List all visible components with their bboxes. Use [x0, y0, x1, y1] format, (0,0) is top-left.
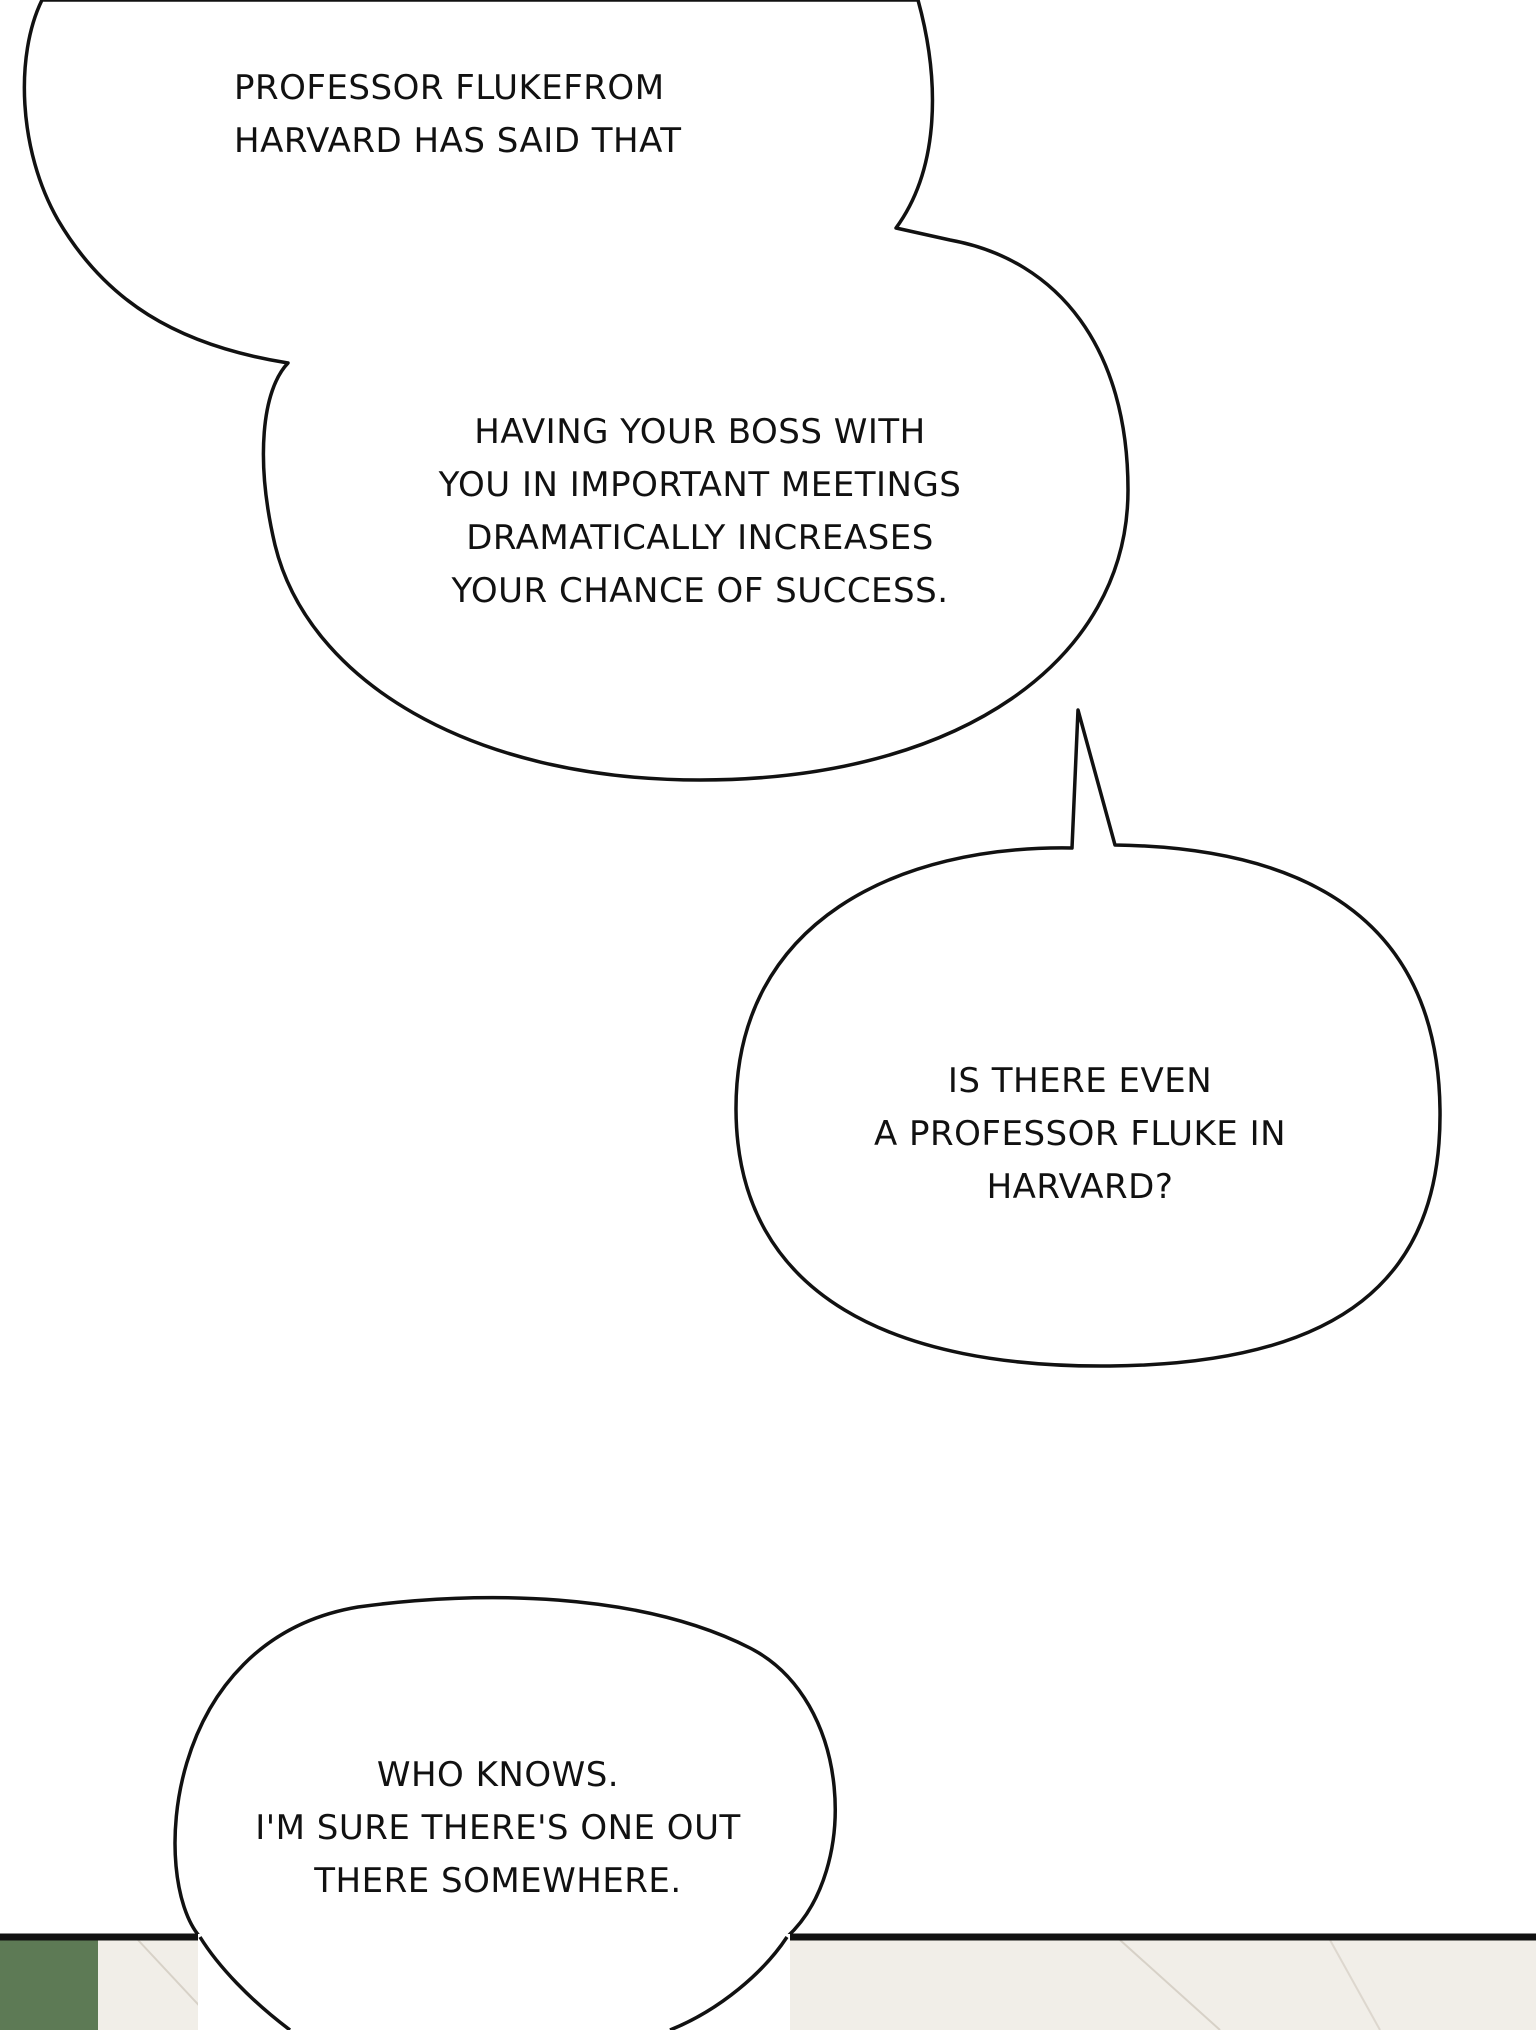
bubble-4-line-2: I'M SURE THERE'S ONE OUT: [255, 1808, 741, 1848]
bubble-1-text: PROFESSOR FLUKEFROM HARVARD HAS SAID THA…: [234, 62, 681, 168]
bubble-4-line-3: THERE SOMEWHERE.: [314, 1861, 682, 1901]
speech-bubble-3: [734, 708, 1442, 1368]
panel-sketch-line: [1119, 1939, 1221, 2030]
bubble-1-line-2: HARVARD HAS SAID THAT: [234, 121, 682, 161]
bubble-2-line-3: DRAMATICALLY INCREASES: [466, 518, 934, 558]
bubble-3-line-2: A PROFESSOR FLUKE IN: [873, 1114, 1287, 1154]
panel-green-accent: [0, 1940, 98, 2030]
bubble-2-line-2: YOU IN IMPORTANT MEETINGS: [438, 465, 962, 505]
bubble-4-line-1: WHO KNOWS.: [376, 1755, 620, 1795]
speech-bubble-1-2: [22, 0, 1130, 782]
bubble-4-lower-fill: [198, 1934, 790, 2030]
bubble-3-line-3: HARVARD?: [986, 1167, 1174, 1207]
bubble-2-line-4: YOUR CHANCE OF SUCCESS.: [451, 571, 949, 611]
bubble-1-line-1: PROFESSOR FLUKEFROM: [234, 68, 665, 108]
bubble-4-lower-edge-left: [198, 1936, 292, 2030]
bubble-3-text: IS THERE EVEN A PROFESSOR FLUKE IN HARVA…: [860, 1055, 1300, 1214]
bubble-4-text: WHO KNOWS. I'M SURE THERE'S ONE OUT THER…: [238, 1749, 758, 1908]
speech-bubble-4: [173, 1595, 837, 1939]
panel-sketch-line: [1329, 1939, 1381, 2030]
bubble-2-line-1: HAVING YOUR BOSS WITH: [474, 412, 926, 452]
bubble-2-text: HAVING YOUR BOSS WITH YOU IN IMPORTANT M…: [398, 406, 1002, 618]
bubble-3-line-1: IS THERE EVEN: [947, 1061, 1213, 1101]
bubble-4-lower-edge-right: [669, 1936, 789, 2030]
